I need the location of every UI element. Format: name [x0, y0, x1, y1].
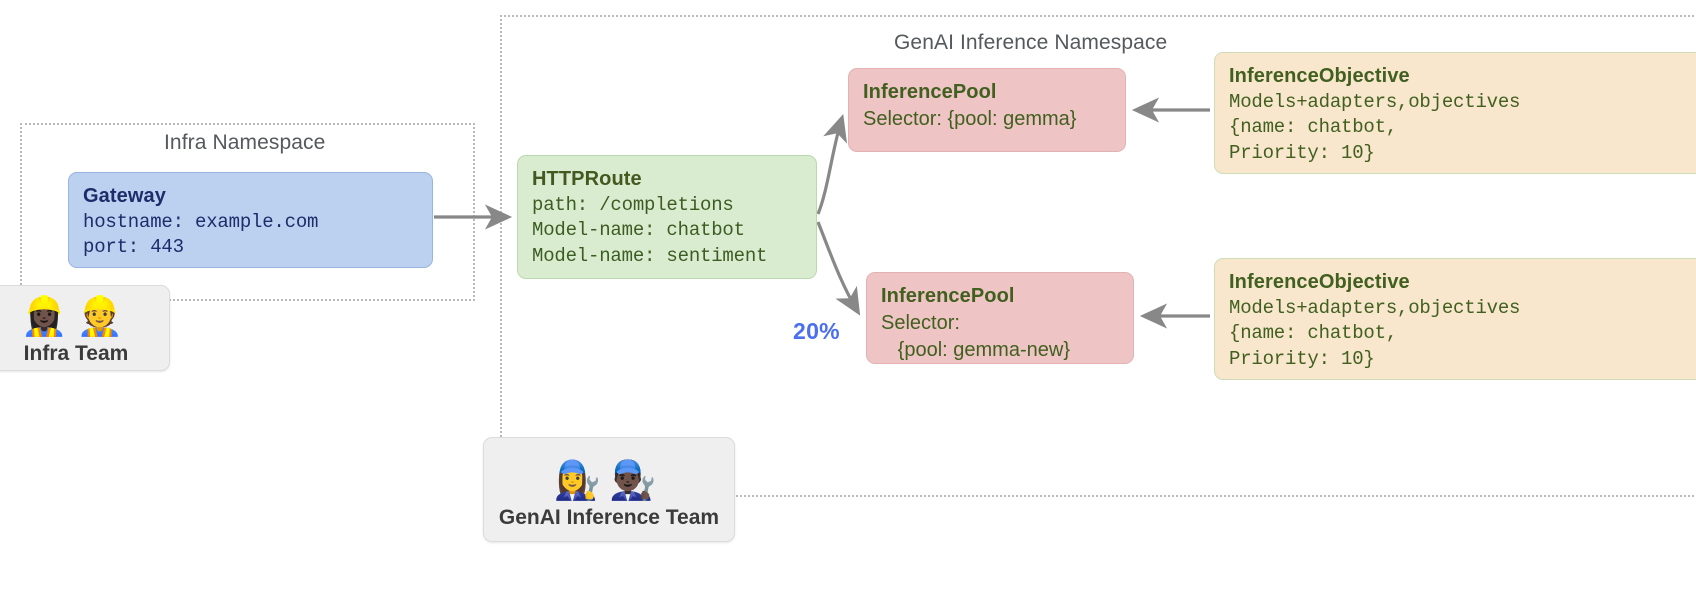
inferencepool-title: InferencePool	[863, 81, 997, 103]
inferenceobjective-priority: Priority: 10}	[1229, 141, 1375, 164]
inferenceobjective-models: Models+adapters,objectives	[1229, 91, 1521, 114]
inferenceobjective-name: {name: chatbot,	[1229, 116, 1398, 139]
inferencepool-selector-value: {pool: gemma-new}	[881, 338, 1070, 361]
inferencepool-selector: Selector: {pool: gemma}	[863, 108, 1077, 131]
node-inferenceobjective-2[interactable]: InferenceObjective Models+adapters,objec…	[1214, 258, 1696, 380]
inferencepool-selector: Selector:	[881, 312, 960, 335]
inferenceobjective-title: InferenceObjective	[1229, 271, 1410, 293]
namespace-boundary-infra	[20, 123, 475, 301]
team-label-genai: GenAI Inference Team	[498, 506, 720, 529]
traffic-split-percentage: 20%	[793, 318, 840, 344]
gateway-port: port: 443	[83, 236, 184, 259]
team-card-genai[interactable]: 👩‍🔧👨🏿‍🔧 GenAI Inference Team	[483, 437, 735, 542]
inferenceobjective-priority: Priority: 10}	[1229, 347, 1375, 370]
inferencepool-title: InferencePool	[881, 285, 1015, 307]
construction-worker-icon: 👷🏿‍♀️👷	[20, 296, 132, 338]
httproute-model-name-1: Model-name: chatbot	[532, 219, 745, 242]
httproute-title: HTTPRoute	[532, 168, 642, 190]
mechanic-icon: 👩‍🔧👨🏿‍🔧	[553, 460, 665, 502]
inferenceobjective-models: Models+adapters,objectives	[1229, 297, 1521, 320]
inferenceobjective-title: InferenceObjective	[1229, 65, 1410, 87]
node-inferencepool-gemma-new[interactable]: InferencePool Selector: {pool: gemma-new…	[866, 272, 1134, 364]
team-label-infra: Infra Team	[23, 342, 129, 365]
httproute-model-name-2: Model-name: sentiment	[532, 244, 768, 267]
namespace-label-infra: Infra Namespace	[164, 131, 326, 154]
node-httproute[interactable]: HTTPRoute path: /completions Model-name:…	[517, 155, 817, 279]
httproute-path: path: /completions	[532, 194, 734, 217]
team-card-infra[interactable]: 👷🏿‍♀️👷 Infra Team	[0, 285, 170, 371]
gateway-hostname: hostname: example.com	[83, 211, 319, 234]
node-gateway[interactable]: Gateway hostname: example.com port: 443	[68, 172, 433, 268]
namespace-boundary-genai	[500, 15, 1696, 497]
gateway-title: Gateway	[83, 185, 166, 207]
namespace-label-genai: GenAI Inference Namespace	[894, 31, 1168, 54]
node-inferenceobjective-1[interactable]: InferenceObjective Models+adapters,objec…	[1214, 52, 1696, 174]
inferenceobjective-name: {name: chatbot,	[1229, 322, 1398, 345]
node-inferencepool-gemma[interactable]: InferencePool Selector: {pool: gemma}	[848, 68, 1126, 152]
